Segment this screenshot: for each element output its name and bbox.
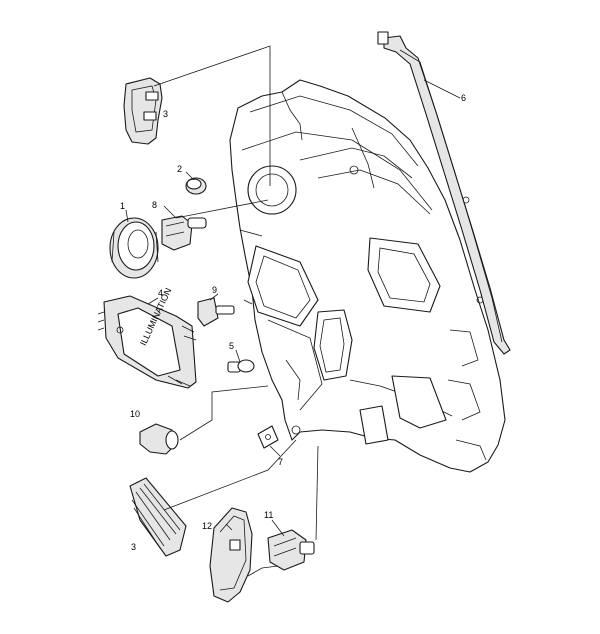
callout-11: 11: [264, 510, 273, 520]
connector-part-11: [267, 529, 315, 571]
callout-5: 5: [229, 341, 234, 351]
trim-strip-part-6: [377, 31, 511, 355]
control-module-part-4: ILLUMINATION: [97, 286, 197, 389]
headlamp-housing: [229, 79, 506, 473]
leader-lines: [125, 45, 461, 577]
callout-4: 4: [158, 288, 163, 298]
bulb-part-5: [227, 359, 255, 373]
callout-8: 8: [152, 200, 157, 210]
heat-sink-part-3-bottom: [129, 477, 187, 557]
callout-12: 12: [202, 521, 212, 531]
bulb-holder-part-8: [161, 215, 207, 251]
connector-part-9: [197, 297, 235, 327]
callout-10: 10: [130, 409, 140, 419]
cap-part-10: [139, 423, 179, 455]
callout-6: 6: [461, 93, 466, 103]
dust-cover-part-1: [109, 217, 159, 279]
clip-part-7: [257, 425, 279, 449]
callout-3-top: 3: [163, 109, 168, 119]
callout-numbers: 1 2 3 3 4 5 6 7 8 9 10 11 12: [120, 93, 466, 552]
callout-7: 7: [278, 457, 283, 467]
callout-2: 2: [177, 164, 182, 174]
callout-1: 1: [120, 201, 125, 211]
bracket-part-12: [209, 507, 253, 603]
cap-part-2: [185, 177, 207, 195]
callout-9: 9: [212, 285, 217, 295]
callout-3-bottom: 3: [131, 542, 136, 552]
connector-housing-part-3-top: [123, 77, 163, 145]
